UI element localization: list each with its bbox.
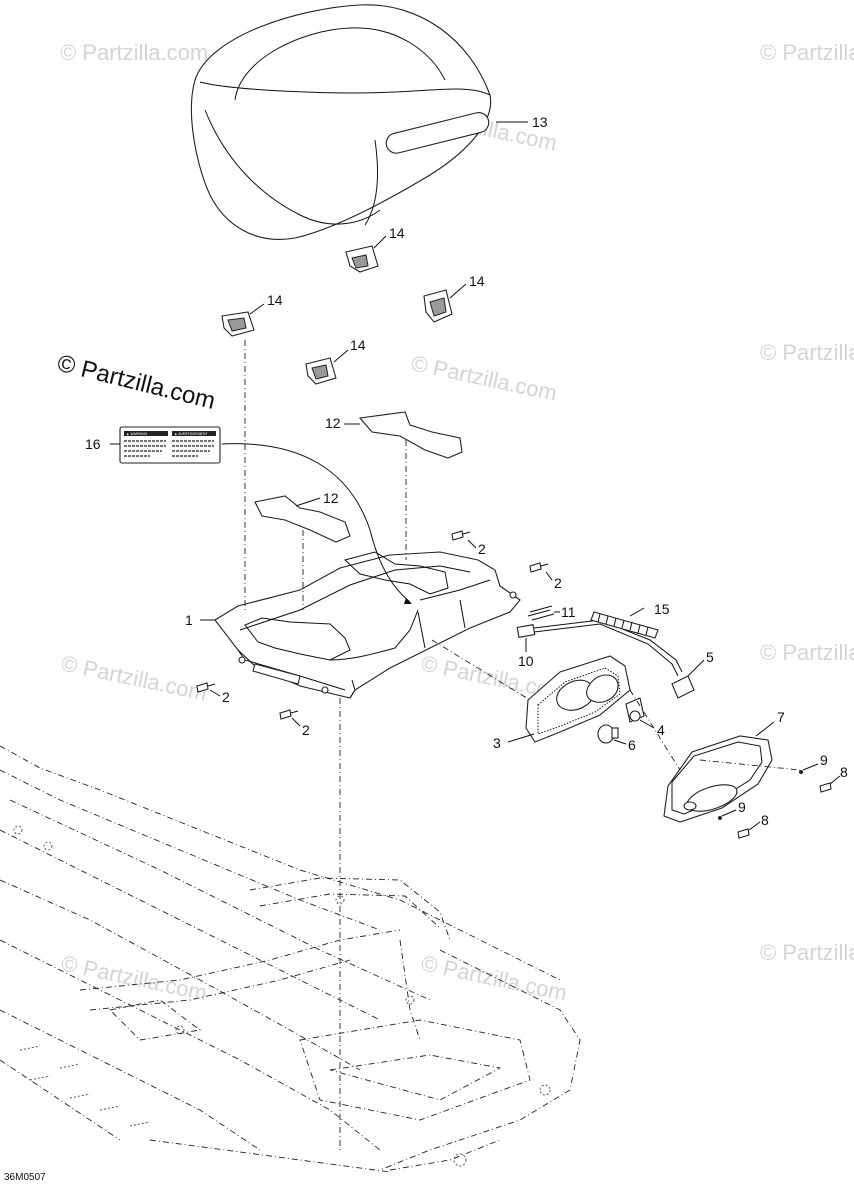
watermark: © Partzilla.com xyxy=(409,350,559,405)
bulb xyxy=(597,724,619,744)
seat-clip xyxy=(423,289,453,323)
callout-9: 9 xyxy=(820,752,828,768)
screw xyxy=(529,562,549,573)
callouts: 13 14 14 14 14 16 12 12 2 2 1 2 2 11 10 … xyxy=(85,114,848,828)
diagram-code: 36M0507 xyxy=(4,1172,46,1183)
callout-12: 12 xyxy=(325,415,341,431)
warning-label: ▲ WARNING ▲ AVERTISSEMENT xyxy=(119,426,221,464)
callout-6: 6 xyxy=(628,737,636,753)
callout-11: 11 xyxy=(561,604,576,620)
taillight-lens xyxy=(663,735,773,823)
callout-8: 8 xyxy=(761,812,769,828)
lens-screw xyxy=(799,770,832,793)
watermark: © Partzilla.com xyxy=(760,40,854,65)
callout-7: 7 xyxy=(777,709,785,725)
callout-2: 2 xyxy=(478,541,486,557)
seat-base xyxy=(214,551,521,699)
seat-cushion xyxy=(190,4,492,240)
callout-13: 13 xyxy=(532,114,548,130)
callout-3: 3 xyxy=(493,735,501,751)
connector xyxy=(516,619,683,677)
watermark: © Partzilla.com xyxy=(760,340,854,365)
screw xyxy=(196,682,216,693)
callout-4: 4 xyxy=(657,722,665,738)
callout-15: 15 xyxy=(654,601,670,617)
watermark: © Partzilla.com xyxy=(760,940,854,965)
watermark: © Partzilla.com xyxy=(60,40,208,65)
watermark: © Partzilla.com xyxy=(59,650,209,705)
callout-2: 2 xyxy=(222,689,230,705)
spring-cable xyxy=(590,611,659,639)
lens-screw xyxy=(718,816,750,839)
watermarks: © Partzilla.com © Partzilla.com © Partzi… xyxy=(59,40,854,1006)
bulb-socket xyxy=(625,697,645,723)
seat-clip xyxy=(221,311,255,337)
screw xyxy=(451,530,471,541)
vehicle-frame xyxy=(0,745,581,1173)
callout-5: 5 xyxy=(706,649,714,665)
watermark: © Partzilla.com xyxy=(760,640,854,665)
callout-14: 14 xyxy=(469,273,485,289)
seat-pad-upper xyxy=(358,411,463,459)
callout-10: 10 xyxy=(518,653,534,669)
seat-clip xyxy=(305,357,337,385)
callout-16: 16 xyxy=(85,436,101,452)
callout-12: 12 xyxy=(323,490,339,506)
callout-8: 8 xyxy=(840,764,848,780)
assembly-guides xyxy=(221,340,801,1150)
callout-1: 1 xyxy=(185,612,193,628)
callout-14: 14 xyxy=(389,225,405,241)
callout-2: 2 xyxy=(302,722,310,738)
leader-lines xyxy=(110,121,841,831)
screw xyxy=(279,709,299,720)
seat-pad-lower xyxy=(254,495,351,543)
callout-14: 14 xyxy=(267,292,283,308)
callout-2: 2 xyxy=(554,575,562,591)
callout-9: 9 xyxy=(738,799,746,815)
brand-watermark: © Partzilla.com xyxy=(55,350,218,415)
seat-clip xyxy=(345,245,379,273)
harness-plug xyxy=(671,675,695,699)
callout-14: 14 xyxy=(350,337,366,353)
watermark: © Partzilla.com xyxy=(419,950,569,1005)
wire-terminals xyxy=(527,605,555,621)
label-heading-right: ▲ AVERTISSEMENT xyxy=(174,432,208,436)
label-heading-left: ▲ WARNING xyxy=(126,432,147,436)
